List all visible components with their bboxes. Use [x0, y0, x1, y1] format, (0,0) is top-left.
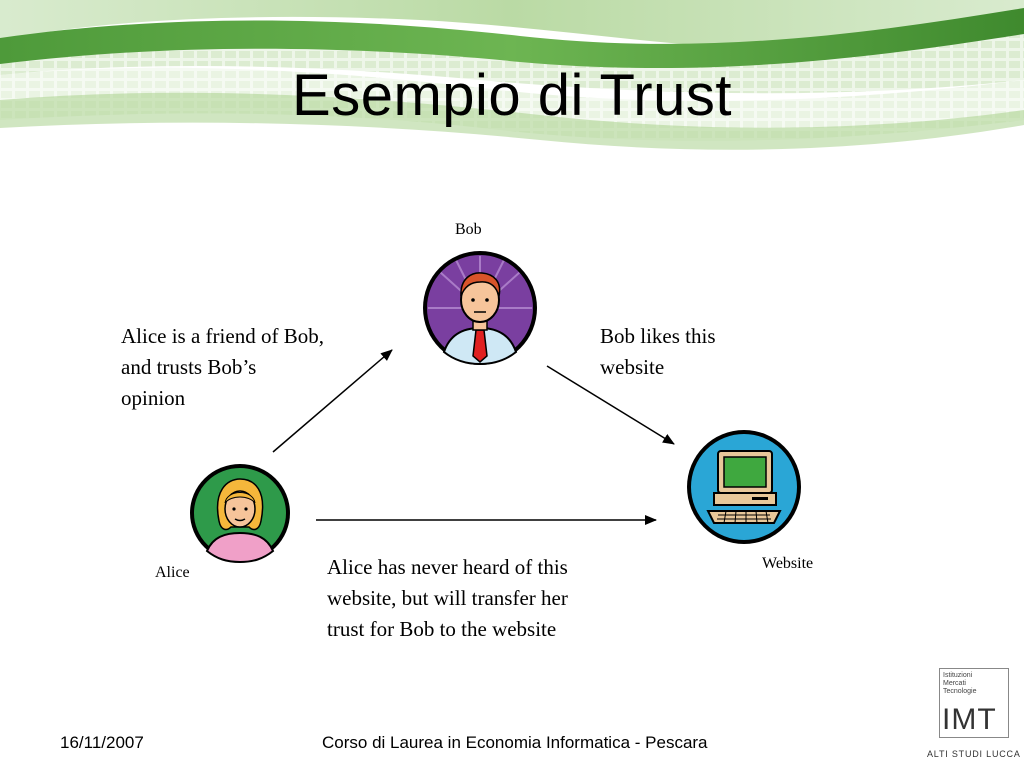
alice-label: Alice — [155, 564, 190, 581]
imt-logo-subtitle: ALTI STUDI LUCCA — [927, 749, 1021, 759]
alice-avatar — [190, 464, 290, 564]
bob-label: Bob — [455, 221, 482, 238]
website-avatar — [687, 430, 801, 544]
arrow-alice-to-bob — [272, 349, 393, 453]
website-label: Website — [762, 555, 814, 572]
computer-icon — [687, 430, 801, 544]
imt-logo-big-text: IMT — [942, 703, 997, 736]
footer-date: 16/11/2007 — [60, 733, 144, 752]
footer-course: Corso di Laurea in Economia Informatica … — [322, 733, 708, 752]
arrow-bob-to-website — [546, 365, 675, 445]
note-bob-likes-website: Bob likes this website — [600, 324, 716, 379]
note-alice-transfers-trust: Alice has never heard of this website, b… — [327, 555, 568, 641]
man-with-tie-icon — [423, 251, 537, 366]
imt-logo-small-text: Istituzioni Mercati Tecnologie — [943, 672, 977, 695]
woman-icon — [190, 464, 290, 564]
imt-logo-box: Istituzioni Mercati Tecnologie IMT — [939, 668, 1009, 738]
note-alice-trusts-bob: Alice is a friend of Bob, and trusts Bob… — [121, 324, 324, 410]
imt-logo: Istituzioni Mercati Tecnologie IMT ALTI … — [925, 665, 1021, 765]
bob-avatar — [423, 251, 537, 366]
slide-title: Esempio di Trust — [292, 63, 732, 128]
header-banner — [0, 0, 1024, 150]
